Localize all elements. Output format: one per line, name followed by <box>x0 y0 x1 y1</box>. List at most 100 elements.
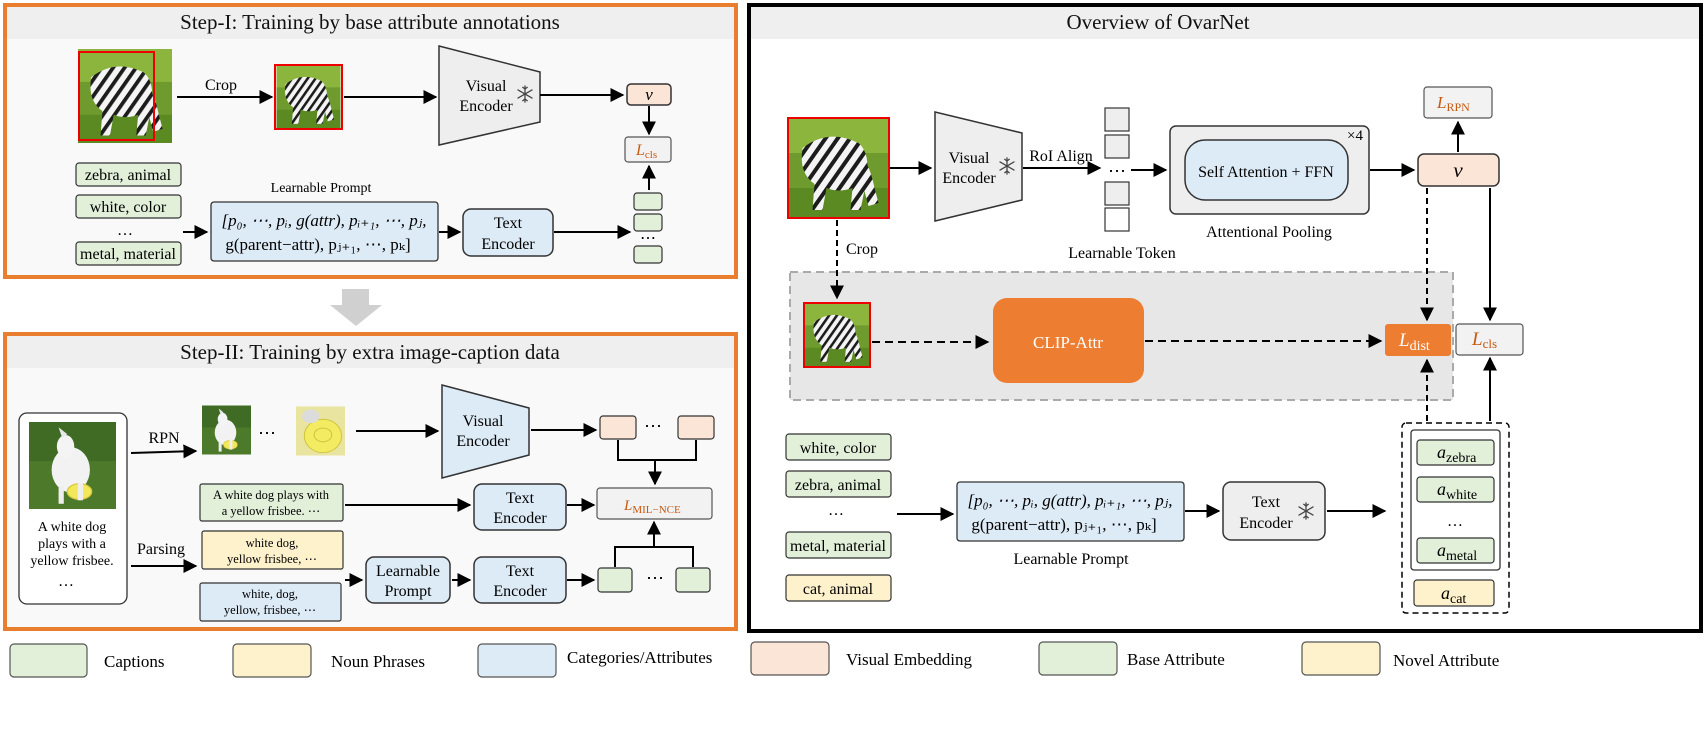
svg-text:Encoder: Encoder <box>459 98 513 115</box>
step2-visual-encoder: Visual Encoder <box>441 384 530 479</box>
svg-text:yellow frisbee, ⋯: yellow frisbee, ⋯ <box>227 552 317 566</box>
rpn-loss: LRPN <box>1423 86 1493 119</box>
svg-text:…: … <box>117 222 133 239</box>
step1-crop-label: Crop <box>205 77 237 94</box>
overview-zebra-image <box>787 117 890 219</box>
overview-title: Overview of OvarNet <box>1066 10 1249 34</box>
svg-text:white, color: white, color <box>90 199 167 216</box>
svg-text:⋯: ⋯ <box>646 568 664 588</box>
svg-text:acat: acat <box>1441 583 1466 607</box>
svg-text:ametal: ametal <box>1437 540 1477 564</box>
legend-item-noun-phrases: Noun Phrases <box>232 643 425 678</box>
svg-text:Base Attribute: Base Attribute <box>1127 650 1225 669</box>
zebra-image <box>78 49 172 143</box>
svg-text:white dog,: white dog, <box>246 536 299 550</box>
svg-text:Text: Text <box>1252 494 1281 511</box>
step1-visual-encoder: Visual Encoder <box>438 45 541 146</box>
svg-text:Prompt: Prompt <box>384 583 432 600</box>
svg-text:v: v <box>645 85 653 104</box>
svg-text:g(parent−attr), pⱼ₊₁, ⋯, pₖ]: g(parent−attr), pⱼ₊₁, ⋯, pₖ] <box>225 235 410 254</box>
cropped-zebra-image <box>274 64 343 130</box>
svg-text:Captions: Captions <box>104 652 164 671</box>
learnable-token-label: Learnable Token <box>1068 245 1175 262</box>
frisbee-region-proposal <box>296 407 345 456</box>
svg-text:yellow frisbee.: yellow frisbee. <box>30 554 113 569</box>
svg-text:A white dog: A white dog <box>38 520 106 535</box>
svg-text:Encoder: Encoder <box>493 510 547 527</box>
svg-text:g(parent−attr), pⱼ₊₁, ⋯, pₖ]: g(parent−attr), pⱼ₊₁, ⋯, pₖ] <box>971 515 1156 534</box>
svg-text:[p₀, ⋯, pᵢ, g(attr), pᵢ₊₁, ⋯,: [p₀, ⋯, pᵢ, g(attr), pᵢ₊₁, ⋯, pⱼ, <box>968 491 1173 510</box>
svg-text:Text: Text <box>506 563 535 580</box>
step2-title: Step-II: Training by extra image-caption… <box>180 340 560 364</box>
svg-text:Visual: Visual <box>466 78 507 95</box>
svg-text:Text: Text <box>494 215 523 232</box>
svg-text:Encoder: Encoder <box>481 236 535 253</box>
svg-text:Visual: Visual <box>949 150 990 167</box>
mil-nce-loss: LMIL−NCE <box>596 487 713 520</box>
svg-text:…: … <box>58 573 74 590</box>
attentional-pooling-block: Self Attention + FFN ×4 <box>1169 125 1370 215</box>
svg-text:cat, animal: cat, animal <box>803 581 874 598</box>
step1-text-encoder: Text Encoder <box>462 208 554 257</box>
svg-text:Self Attention + FFN: Self Attention + FFN <box>1198 164 1334 181</box>
svg-text:Text: Text <box>506 490 535 507</box>
svg-text:yellow, frisbee, ⋯: yellow, frisbee, ⋯ <box>224 603 316 617</box>
step1-attribute-list: zebra, animal white, color … metal, mate… <box>75 162 182 266</box>
overview-panel: Overview of OvarNet Visual Encoder RoI A… <box>747 3 1703 633</box>
svg-text:zebra, animal: zebra, animal <box>85 167 172 184</box>
roi-align-label: RoI Align <box>1029 148 1093 165</box>
overview-learnable-prompt: [p₀, ⋯, pᵢ, g(attr), pᵢ₊₁, ⋯, pⱼ, g(pare… <box>956 481 1185 542</box>
caption-phrase-box: A white dog plays with a yellow frisbee.… <box>199 483 344 522</box>
svg-text:Lcls: Lcls <box>1471 329 1497 351</box>
step1-panel: Step-I: Training by base attribute annot… <box>3 3 738 279</box>
legend-item-base-attribute: Base Attribute <box>1038 641 1225 676</box>
svg-text:white, dog,: white, dog, <box>242 587 298 601</box>
svg-text:Categories/Attributes: Categories/Attributes <box>567 648 712 667</box>
dog-image <box>29 422 116 509</box>
svg-text:plays with a: plays with a <box>38 537 106 552</box>
parsing-label: Parsing <box>137 541 185 558</box>
step1-text-embeddings: ⋯ <box>633 192 663 264</box>
step1-learnable-prompt: [p₀, ⋯, pᵢ, g(attr), pᵢ₊₁, ⋯, pⱼ, g(pare… <box>210 201 439 262</box>
svg-text:metal, material: metal, material <box>790 538 887 555</box>
overview-crop-label: Crop <box>846 241 878 258</box>
legend-item-visual-embedding: Visual Embedding <box>750 641 972 676</box>
svg-text:awhite: awhite <box>1437 479 1477 503</box>
overview-attribute-list: white, color zebra, animal … metal, mate… <box>785 433 892 602</box>
svg-text:Visual Embedding: Visual Embedding <box>846 650 972 669</box>
step1-cls-loss: Lcls <box>624 136 672 163</box>
step2-text-encoder-captions: Text Encoder <box>473 483 567 531</box>
svg-text:Learnable: Learnable <box>376 563 440 580</box>
svg-text:metal, material: metal, material <box>80 246 177 263</box>
legend-item-captions: Captions <box>9 643 164 678</box>
svg-text:azebra: azebra <box>1437 442 1477 466</box>
overview-learnable-prompt-label: Learnable Prompt <box>1013 551 1129 568</box>
svg-text:[p₀, ⋯, pᵢ, g(attr), pᵢ₊₁, ⋯,: [p₀, ⋯, pᵢ, g(attr), pᵢ₊₁, ⋯, pⱼ, <box>222 211 427 230</box>
dog-region-proposal <box>202 406 251 455</box>
learnable-tokens: ⋯ <box>1104 107 1130 232</box>
clip-attr-model: CLIP-Attr <box>993 298 1144 383</box>
step1-title: Step-I: Training by base attribute annot… <box>180 10 560 34</box>
rpn-label: RPN <box>148 430 180 447</box>
overview-cls-loss: Lcls <box>1455 323 1524 356</box>
step2-learnable-prompt: Learnable Prompt <box>365 556 451 604</box>
categories-attributes-box: white, dog, yellow, frisbee, ⋯ <box>199 582 342 622</box>
svg-text:Encoder: Encoder <box>456 433 510 450</box>
svg-text:a yellow frisbee. ⋯: a yellow frisbee. ⋯ <box>222 504 321 518</box>
image-caption-card: A white dog plays with a yellow frisbee.… <box>18 412 128 605</box>
legend: Captions Noun Phrases Categories/Attribu… <box>9 641 1499 678</box>
overview-visual-encoder: Visual Encoder <box>934 111 1023 222</box>
svg-text:LRPN: LRPN <box>1436 93 1470 114</box>
legend-item-categories-attributes: Categories/Attributes <box>477 643 712 678</box>
attribute-embedding-stack: azebra awhite … ametal acat <box>1401 422 1510 614</box>
step2-panel: Step-II: Training by extra image-caption… <box>3 332 738 631</box>
repeat-count: ×4 <box>1347 128 1363 144</box>
noun-phrases-box: white dog, yellow frisbee, ⋯ <box>201 530 344 570</box>
svg-text:v: v <box>1453 158 1463 182</box>
svg-text:Ldist: Ldist <box>1398 330 1430 354</box>
svg-text:Encoder: Encoder <box>942 170 996 187</box>
legend-item-novel-attribute: Novel Attribute <box>1301 641 1499 676</box>
svg-text:A white dog plays with: A white dog plays with <box>213 488 330 502</box>
svg-text:Visual: Visual <box>463 413 504 430</box>
